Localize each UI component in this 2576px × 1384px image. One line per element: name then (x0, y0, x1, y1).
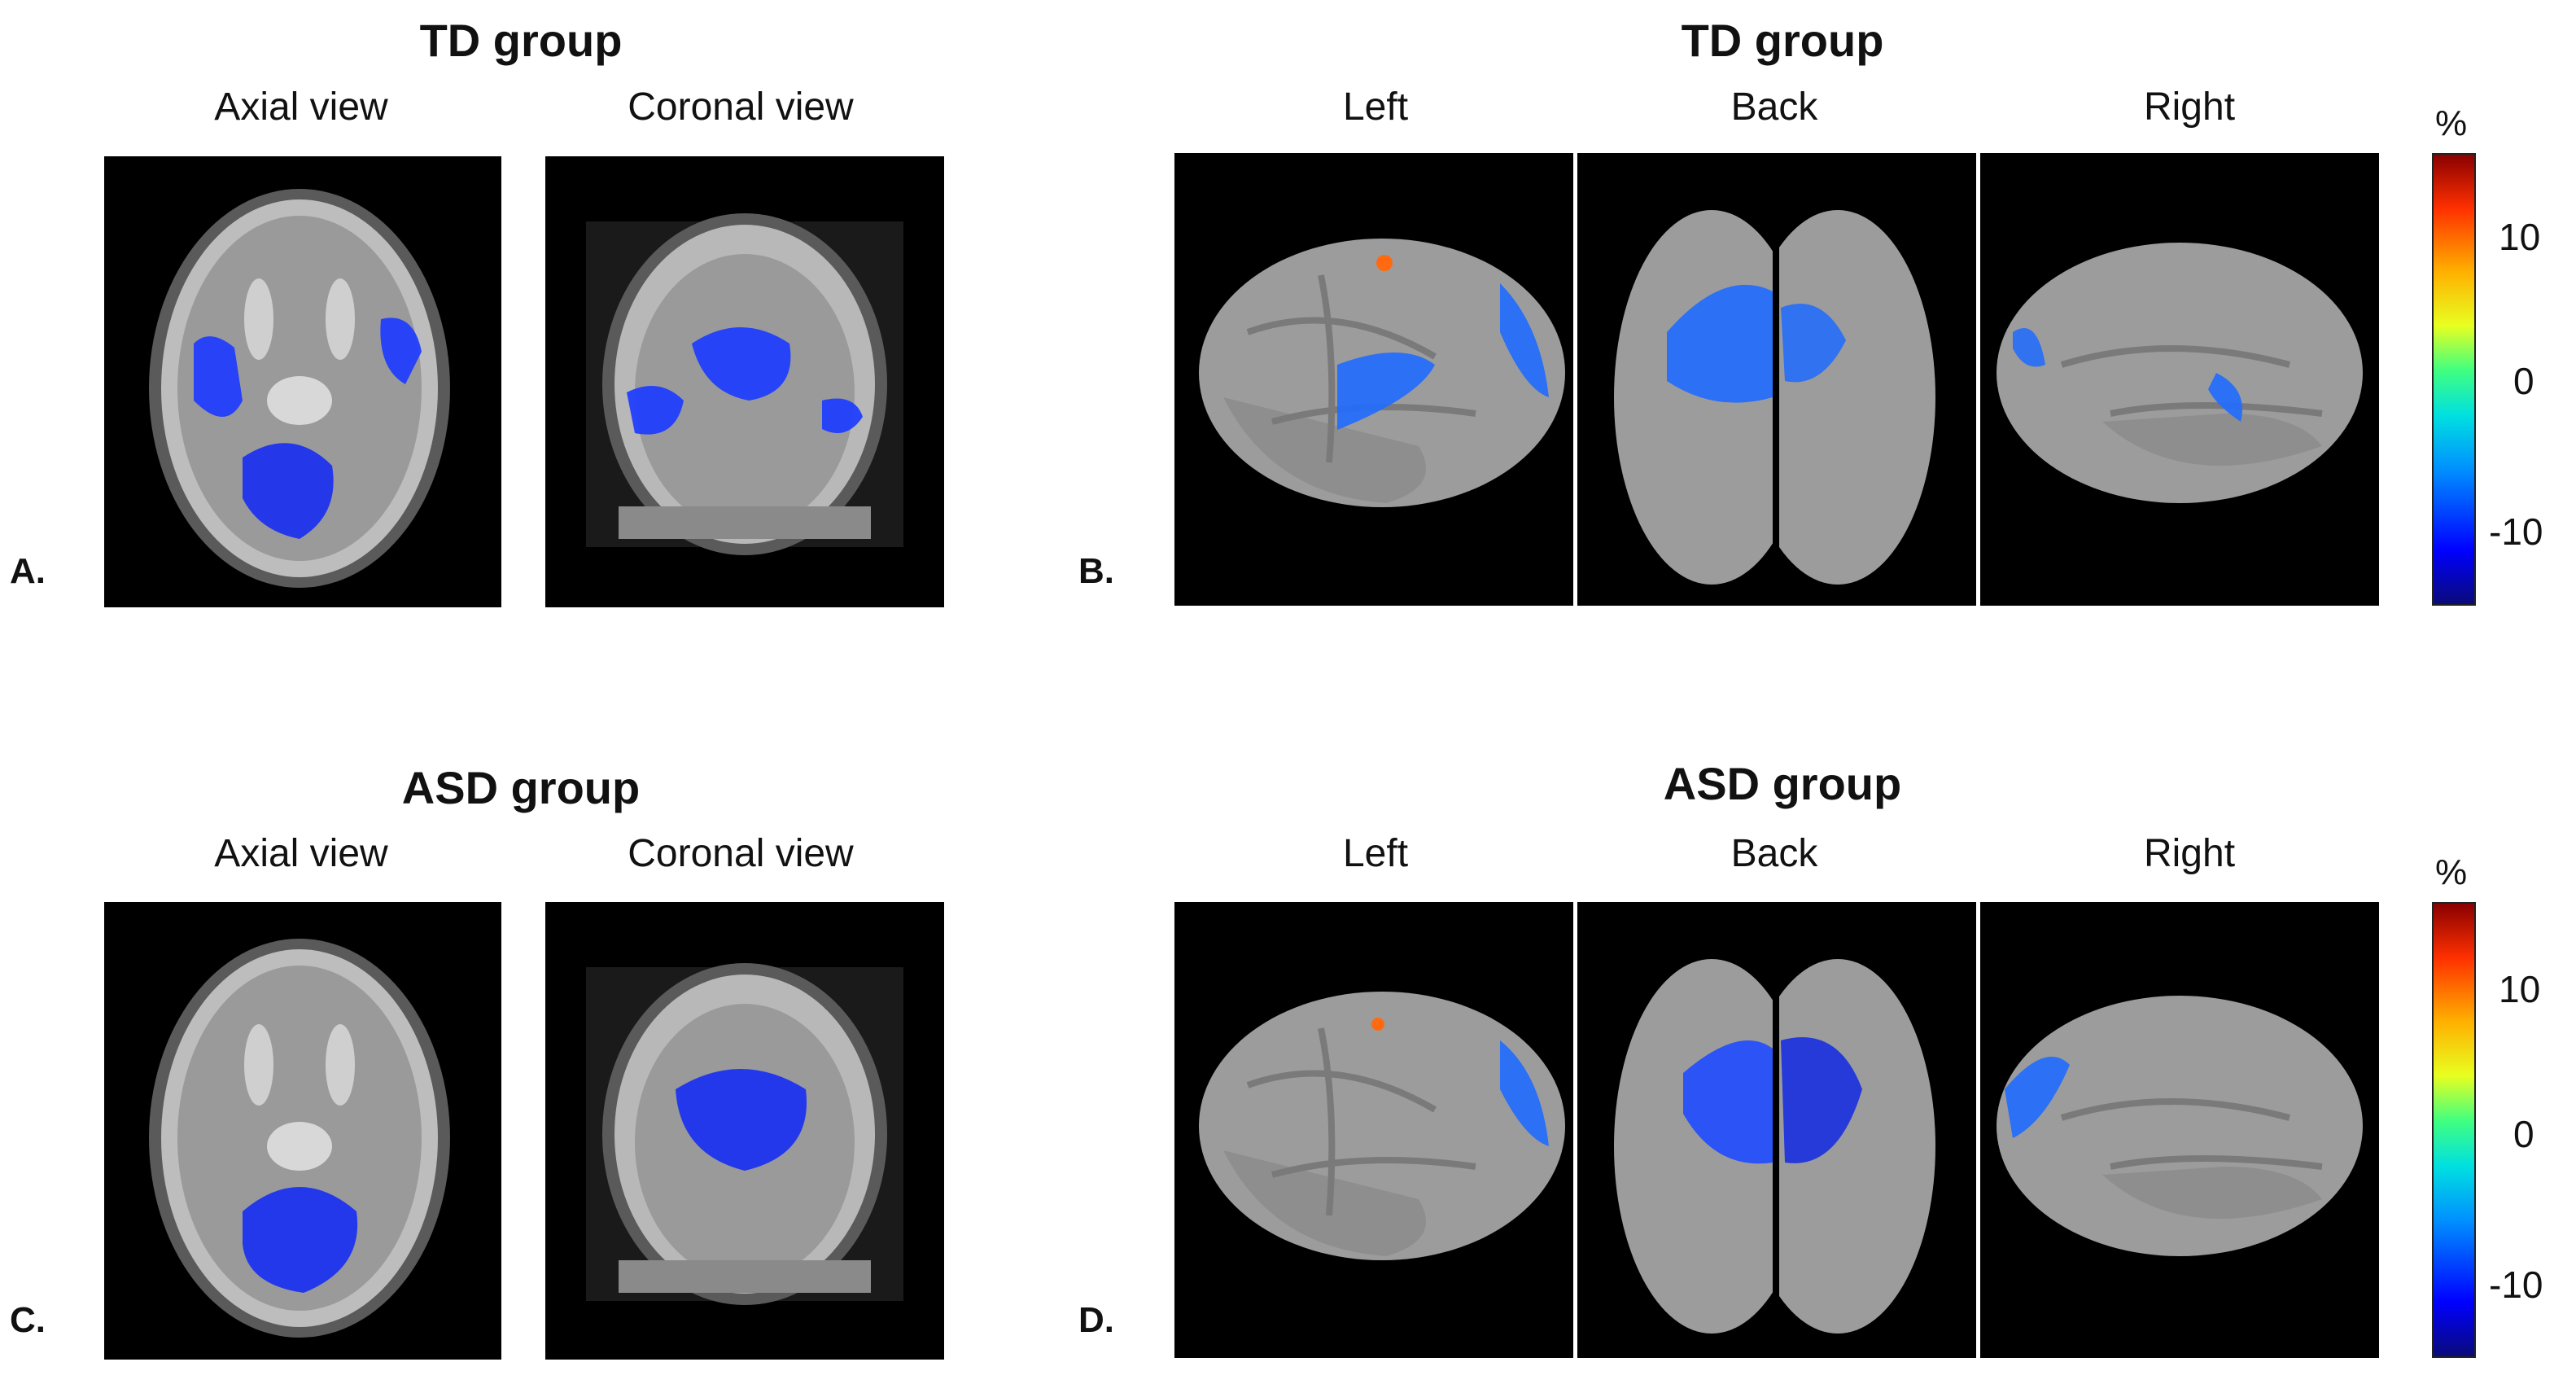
colorbar-tick-neg10-top: -10 (2489, 510, 2543, 553)
left-view-label-top: Left (1342, 85, 1409, 129)
colorbar-tick-neg10-bottom: -10 (2489, 1264, 2543, 1306)
colorbar-tick-0-top: 0 (2513, 360, 2534, 402)
coronal-view-label-bottom: Coronal view (628, 832, 854, 875)
axial-view-label-bottom: Axial view (214, 832, 388, 875)
td-group-title-right: TD group (1681, 15, 1884, 66)
asd-group-title-right: ASD group (1663, 758, 1902, 809)
back-view-label-top: Back (1730, 85, 1818, 129)
asd-coronal-brain-image (545, 902, 944, 1360)
asd-group-title-left: ASD group (401, 762, 641, 813)
right-view-label-top: Right (2143, 85, 2236, 129)
colorbar-tick-10-top: 10 (2499, 216, 2541, 258)
asd-right-surface-image (1980, 902, 2379, 1358)
colorbar-unit-top: % (2435, 103, 2468, 143)
td-axial-brain-image (104, 156, 501, 607)
asd-left-surface-image (1174, 902, 1573, 1358)
td-coronal-brain-image (545, 156, 944, 607)
td-group-title-left: TD group (419, 15, 623, 66)
td-right-surface-image (1980, 153, 2379, 606)
panel-label-c: C. (10, 1300, 46, 1340)
td-left-surface-image (1174, 153, 1573, 606)
td-back-surface-image (1577, 153, 1976, 606)
axial-view-label-top: Axial view (214, 85, 388, 129)
colorbar-tick-10-bottom: 10 (2499, 968, 2541, 1010)
right-view-label-bottom: Right (2143, 832, 2236, 875)
asd-back-surface-image (1577, 902, 1976, 1358)
panel-label-d: D. (1078, 1300, 1114, 1340)
colorbar-top (2432, 153, 2476, 606)
coronal-view-label-top: Coronal view (628, 85, 854, 129)
left-view-label-bottom: Left (1342, 832, 1409, 875)
back-view-label-bottom: Back (1730, 832, 1818, 875)
colorbar-unit-bottom: % (2435, 852, 2468, 892)
panel-label-b: B. (1078, 551, 1114, 591)
asd-axial-brain-image (104, 902, 501, 1360)
colorbar-tick-0-bottom: 0 (2513, 1113, 2534, 1155)
panel-label-a: A. (10, 551, 46, 591)
colorbar-bottom (2432, 902, 2476, 1358)
